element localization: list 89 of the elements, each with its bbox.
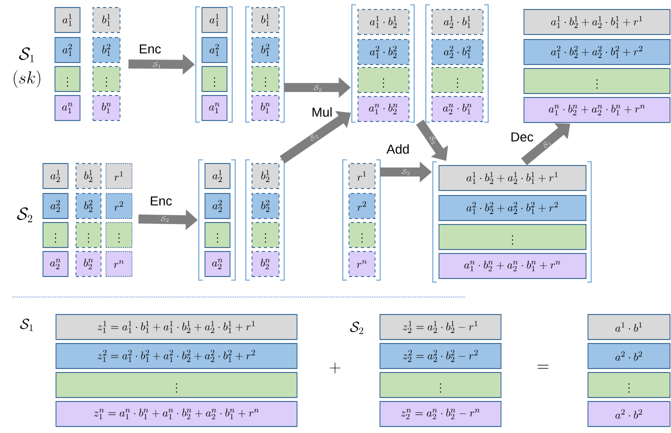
vector-cell: $b_2^n$	[252, 251, 280, 277]
vector-cell: $b_1^1$	[252, 7, 280, 33]
vector-cell: $a_1^2\cdot b_2^2+a_2^2\cdot b_1^2+r^2$	[438, 195, 586, 221]
vector-cell: $\vdots$	[76, 222, 102, 248]
vector-cell: $a_1^1\cdot b_2^1$	[358, 9, 410, 35]
vector-cell: $a_2^1$	[42, 163, 68, 189]
edge-label: Enc	[138, 43, 162, 55]
vector-cell: $a_1^2$	[202, 37, 228, 63]
vector-cell: $b_1^1$	[92, 7, 120, 33]
vector-cell: $b_2^n$	[76, 251, 102, 277]
edge-label: Mul	[310, 106, 334, 118]
arrow-label: $\mathcal{S}_2$	[314, 84, 322, 91]
vector-cell: $a_1^1\cdot b_2^1+a_2^1\cdot b_1^1+r^1$	[524, 9, 670, 35]
result-cell: $z_1^1=a_1^1\cdot b_1^1+a_1^1\cdot b_2^1+a_2^1\cdot b_1^1+r^1$	[56, 314, 298, 340]
arrow-label: $\mathcal{S}_1$	[152, 62, 160, 68]
vector-cell: $a_1^n\cdot b_2^n+a_2^n\cdot b_1^n+r^n$	[438, 253, 586, 279]
result-cell: $z_2^2=a_2^2\cdot b_2^2-r^2$	[380, 343, 502, 369]
vector-cell: $a_1^1\cdot b_2^1+a_2^1\cdot b_1^1+r^1$	[438, 165, 586, 191]
vector-cell: $r^n$	[106, 251, 132, 277]
vector-cell: $r^2$	[348, 193, 376, 219]
vector-cell: $b_1^n$	[252, 95, 280, 121]
vector-cell: $\vdots$	[202, 66, 228, 92]
vector-cell: $a_2^2$	[42, 193, 68, 219]
vector-cell: $a_2^2$	[204, 193, 230, 219]
result-cell: $z_1^2=a_1^2\cdot b_1^2+a_1^2\cdot b_2^2+a_2^2\cdot b_1^2+r^2$	[56, 343, 298, 369]
operator-symbol: $+$	[330, 362, 340, 374]
vector-cell: $\vdots$	[438, 224, 586, 250]
arrow-label: $\mathcal{S}_2$	[402, 168, 410, 175]
edge-label: Dec	[509, 131, 535, 143]
vector-cell: $a_2^1\cdot b_1^1$	[432, 9, 484, 35]
vector-cell: $a_1^2$	[54, 37, 80, 63]
vector-cell: $b_2^1$	[76, 163, 102, 189]
vector-cell: $a_1^n$	[54, 95, 80, 121]
vector-cell: $a_1^1$	[54, 7, 80, 33]
edge-label: Enc	[148, 195, 174, 207]
party-label: $\mathcal{S}_2$	[17, 207, 32, 222]
vector-cell: $\vdots$	[252, 66, 280, 92]
vector-cell: $b_2^1$	[252, 163, 280, 189]
operator-symbol: $=$	[538, 364, 548, 369]
vector-cell: $\vdots$	[348, 222, 376, 248]
vector-cell: $r^n$	[348, 251, 376, 277]
arrow-label: $\mathcal{S}_1$	[544, 142, 552, 148]
vector-cell: $b_1^2$	[252, 37, 280, 63]
vector-cell: $a_2^1$	[204, 163, 230, 189]
vector-cell: $r^1$	[348, 163, 376, 189]
vector-cell: $a_1^1$	[202, 7, 228, 33]
vector-cell: $a_2^2\cdot b_1^2$	[432, 39, 484, 65]
result-cell: $z_1^n=a_1^n\cdot b_1^n+a_1^n\cdot b_2^n+a_2^n\cdot b_1^n+r^n$	[56, 401, 298, 427]
vector-cell: $\vdots$	[106, 222, 132, 248]
vector-cell: $b_2^2$	[252, 193, 280, 219]
vector-cell: $a_1^2\cdot b_2^2+a_2^2\cdot b_1^2+r^2$	[524, 39, 670, 65]
vector-cell: $a_1^n\cdot b_2^n$	[358, 96, 410, 122]
vector-cell: $a_2^n$	[42, 251, 68, 277]
vector-cell: $\vdots$	[432, 67, 484, 93]
vector-cell: $b_1^2$	[92, 37, 120, 63]
block-arrow	[416, 120, 448, 161]
result-cell: $a^1\cdot b^1$	[588, 314, 670, 340]
result-cell: $a^2\cdot b^2$	[588, 343, 670, 369]
vector-cell: $\vdots$	[252, 222, 280, 248]
vector-cell: $\vdots$	[524, 68, 670, 94]
arrow-label: $\mathcal{S}_2$	[430, 136, 436, 144]
result-cell: $z_2^1=a_2^1\cdot b_2^1-r^1$	[380, 314, 502, 340]
vector-cell: $b_2^2$	[76, 193, 102, 219]
party-label: $(sk)$	[14, 70, 40, 88]
result-cell: $\vdots$	[380, 372, 502, 398]
vector-cell: $a_2^n$	[204, 251, 230, 277]
block-arrow	[280, 110, 351, 164]
vector-cell: $a_1^n$	[202, 95, 228, 121]
arrow-label: $\mathcal{S}_2$	[160, 216, 168, 222]
vector-cell: $\vdots$	[358, 67, 410, 93]
vector-cell: $\vdots$	[42, 222, 68, 248]
vector-cell: $r^2$	[106, 193, 132, 219]
party-label: $\mathcal{S}_2$	[350, 322, 364, 334]
vector-cell: $a_2^n\cdot b_1^n$	[432, 96, 484, 122]
vector-cell: $\vdots$	[92, 66, 120, 92]
vector-cell: $b_1^n$	[92, 95, 120, 121]
vector-cell: $r^1$	[106, 163, 132, 189]
party-label: $\mathcal{S}_1$	[20, 318, 33, 331]
result-cell: $\vdots$	[588, 372, 670, 398]
party-label: $\mathcal{S}_1$	[19, 47, 34, 62]
vector-cell: $\vdots$	[204, 222, 230, 248]
result-cell: $z_2^n=a_2^n\cdot b_2^n-r^n$	[380, 401, 502, 427]
edge-label: Add	[385, 143, 411, 155]
result-cell: $a^2\cdot b^2$	[588, 401, 670, 427]
arrow-label: $\mathcal{S}_2$	[310, 134, 318, 140]
result-cell: $\vdots$	[56, 372, 298, 398]
vector-cell: $\vdots$	[54, 66, 80, 92]
vector-cell: $a_1^2\cdot b_2^2$	[358, 39, 410, 65]
vector-cell: $a_1^n\cdot b_2^n+a_2^n\cdot b_1^n+r^n$	[524, 97, 670, 123]
